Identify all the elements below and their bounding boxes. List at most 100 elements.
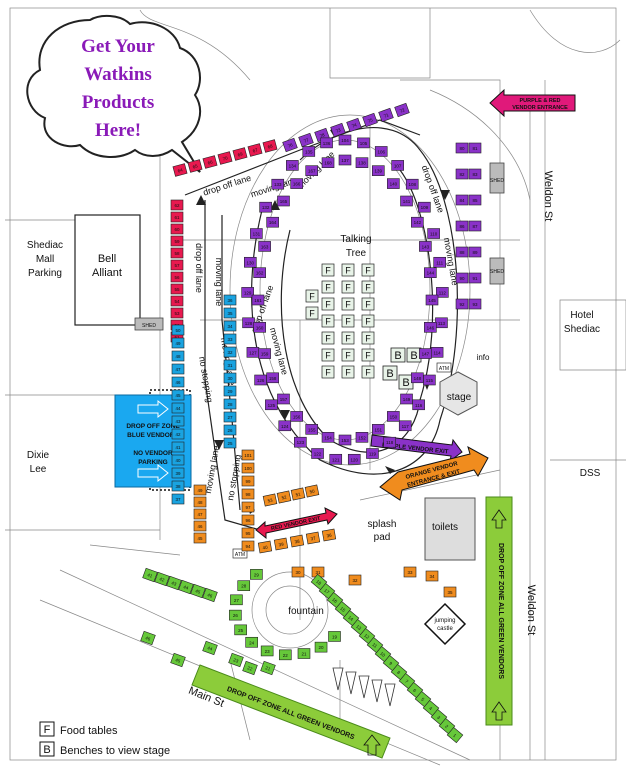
vendor-stall-box (202, 155, 218, 169)
vendor-stall: 47 (171, 363, 185, 375)
vendor-stall-box (265, 399, 278, 411)
vendor-stall-number: 70 (222, 155, 229, 161)
stage-structure: stage (439, 371, 478, 416)
vendor-stall-number: 123 (297, 440, 305, 445)
vendor-stall-number: 18 (315, 579, 322, 586)
vendor-stall-box (193, 532, 207, 544)
vendor-stall-number: 51 (174, 335, 180, 340)
vendor-stall-box (289, 534, 305, 548)
vendor-stall-box (170, 223, 184, 235)
vendor-stall: 110 (427, 228, 440, 239)
bench-symbol: B (386, 368, 393, 380)
vendor-stall: 152 (355, 432, 369, 443)
vendor-stall-number: 149 (403, 397, 411, 402)
food-table-symbol: F (345, 317, 351, 327)
vendor-stall: 148 (411, 372, 424, 384)
vendor-stall-number: 46 (175, 380, 181, 385)
legend-bench-symbol-box (39, 741, 55, 757)
vendor-stall: 138 (355, 157, 369, 168)
vendor-stall-number: 41 (147, 572, 154, 579)
info-label: info (477, 353, 490, 362)
vendor-stall: 153 (338, 434, 352, 446)
vendor-stall-number: 5 (420, 697, 426, 703)
food-table: F (321, 263, 335, 277)
legend-food-symbol: F (44, 724, 51, 736)
green-drop-off-zone-right: DROP OFF ZONE ALL GREEN VENDORS (485, 496, 513, 726)
vendor-stall-number: 100 (244, 466, 252, 471)
vendor-stall: 146 (424, 322, 437, 333)
vendor-stall: 109 (418, 201, 431, 213)
vendor-stall-number: 38 (175, 484, 181, 489)
vendor-stall-box (258, 241, 271, 252)
vendor-stall-number: 46 (145, 635, 152, 642)
stage-label: stage (447, 392, 472, 403)
vendor-stall: 140 (387, 178, 400, 189)
vendor-stall-box (320, 137, 333, 149)
vendor-stall: 139 (371, 165, 385, 176)
vendor-stall-number: 27 (227, 415, 233, 420)
food-table: F (341, 348, 355, 362)
vendor-stall-box (433, 256, 446, 268)
dixie-lee-label-1: Dixie (27, 450, 50, 461)
vendor-stall: 159 (258, 348, 271, 359)
talking-tree-label-2: Tree (346, 248, 367, 259)
vendor-stall-number: 140 (390, 182, 398, 187)
vendor-stall: 123 (294, 436, 307, 448)
vendor-stall-number: 87 (472, 224, 478, 229)
vendor-stall: 81 (468, 142, 482, 154)
vendor-stall-number: 74 (351, 122, 358, 129)
vendor-stall-box (171, 428, 185, 440)
vendor-stall-box (171, 337, 185, 349)
vendor-stall-number: 142 (414, 220, 422, 225)
no-stopping-label-2: no stopping (225, 454, 243, 502)
vendor-stall-number: 8 (396, 670, 402, 676)
vendor-stall-number: 75 (367, 117, 374, 124)
vendor-stall: 60 (170, 223, 184, 235)
food-table-symbol: F (345, 266, 351, 276)
food-table: F (305, 289, 319, 303)
vendor-stall-box (223, 424, 237, 436)
atm-boxes: ATM ATM (232, 362, 452, 559)
vendor-stall-number: 71 (383, 112, 390, 119)
vendor-stall-number: 132 (262, 205, 270, 210)
vendor-stall: 26 (229, 609, 242, 621)
weldon-st-label-top: Weldon St (542, 171, 554, 222)
vendor-stall: 164 (266, 216, 279, 228)
vendor-stall: 90 (455, 272, 469, 284)
vendor-stall: 136 (320, 137, 333, 149)
vendor-stall-box (229, 609, 242, 621)
vendor-stall-number: 23 (265, 649, 271, 654)
vendor-stall-number: 101 (244, 453, 252, 458)
vendor-stall-box (330, 122, 346, 138)
vendor-stall: 96 (241, 514, 255, 526)
vendor-stall-number: 92 (459, 302, 465, 307)
vendor-stall-number: 64 (177, 167, 184, 173)
food-table-symbol: F (345, 283, 351, 293)
food-table-symbol: F (365, 317, 371, 327)
vendor-stall-number: 53 (267, 497, 273, 503)
vendor-stall-number: 137 (341, 158, 349, 163)
red-exit-label: RED VENDOR EXIT (271, 516, 322, 532)
vendor-stall-number: 107 (394, 163, 402, 168)
vendor-stall-box (419, 348, 432, 359)
bubble-line-3: Products (82, 92, 154, 113)
vendor-stall-box (193, 508, 207, 520)
vendor-stall: 107 (391, 160, 404, 171)
vendor-stall: 77 (298, 132, 314, 148)
watkins-speech-bubble: Get Your Watkins Products Here! (26, 14, 202, 173)
vendor-stall-box (266, 216, 279, 228)
food-table-symbol: F (325, 368, 331, 378)
vendor-stall-box (321, 528, 337, 542)
vendor-stall: 87 (468, 220, 482, 232)
vendor-stall-number: 43 (175, 419, 181, 424)
vendor-stall-number: 86 (459, 224, 465, 229)
vendor-stall: 142 (411, 216, 424, 228)
vendor-stall: 151 (371, 424, 385, 435)
vendor-stall-number: 53 (174, 311, 180, 316)
castle-label-1: jumping (433, 618, 455, 624)
food-table-symbol: F (365, 283, 371, 293)
vendor-stall-number: 45 (197, 536, 203, 541)
vendor-stall-box (455, 298, 469, 310)
vendor-stall-box (411, 372, 424, 384)
